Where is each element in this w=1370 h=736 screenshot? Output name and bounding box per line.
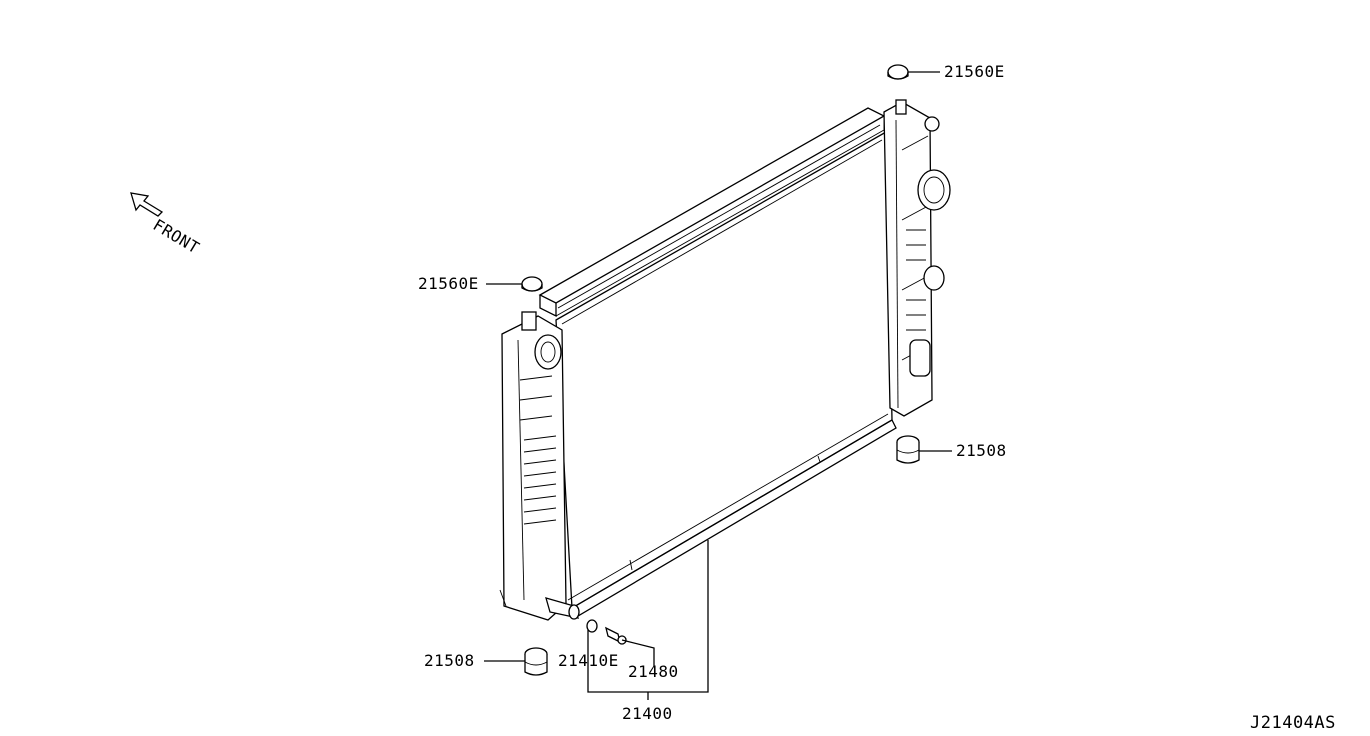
front-arrow-icon [130,192,164,217]
radiator-assembly [499,99,951,621]
cap-left-shape [521,276,543,292]
part-label-21508-left: 21508 [424,651,475,670]
part-label-21560e-left: 21560E [418,274,479,293]
part-label-21410e: 21410E [558,651,619,670]
part-label-21400: 21400 [622,704,673,723]
drain-seal-shape [586,619,598,633]
part-label-21560e-top: 21560E [944,62,1005,81]
leader-lines [484,71,952,700]
drain-plug-shape [605,626,627,645]
part-label-21508-right: 21508 [956,441,1007,460]
diagram-code: J21404AS [1250,713,1336,733]
cap-top-right-shape [887,64,909,80]
mount-left-shape [524,647,548,676]
mount-right-shape [896,435,920,464]
part-label-21480: 21480 [628,662,679,681]
